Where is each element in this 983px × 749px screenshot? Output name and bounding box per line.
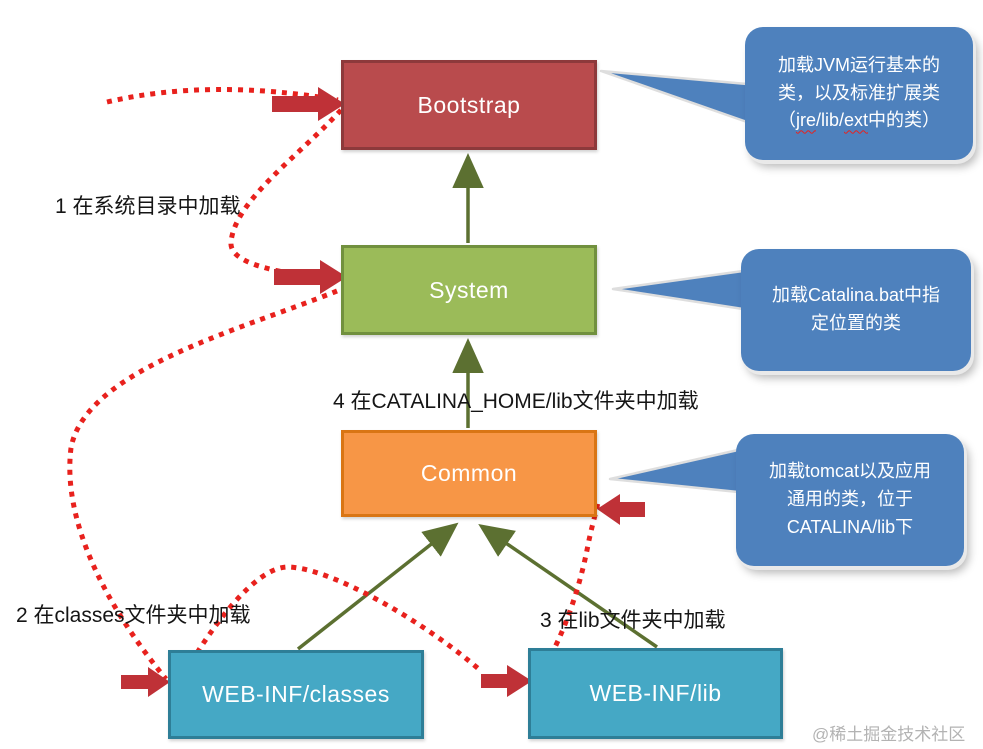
- callout-bootstrap-line3-jre: jre: [795, 110, 816, 131]
- callout-common-line1: 加载tomcat以及应用: [768, 461, 932, 482]
- callout-tail-common: [608, 448, 740, 494]
- callout-bootstrap: 加载JVM运行基本的 类，以及标准扩展类 （jre/lib/ext中的类）: [745, 27, 973, 160]
- callout-bootstrap-line3-open: （: [777, 110, 796, 131]
- callout-system-line1: 加载Catalina.bat中指: [771, 285, 941, 306]
- callout-bootstrap-line3-ext: ext: [844, 110, 869, 131]
- step-label-1: 1 在系统目录中加载: [55, 195, 241, 218]
- callout-bootstrap-line3-close: 中的类）: [868, 110, 941, 131]
- callout-bootstrap-line3-mid: /lib/: [815, 110, 844, 131]
- red-arrow-into-common: [597, 494, 645, 525]
- webinf-classes-box-label: WEB-INF/classes: [202, 681, 390, 707]
- callout-common-line2: 通用的类，位于: [787, 489, 913, 510]
- red-arrow-into-webclasses: [121, 667, 170, 697]
- callout-bootstrap-line3: （jre/lib/ext中的类）: [745, 107, 973, 135]
- common-box: Common: [341, 430, 597, 517]
- callout-bootstrap-line1: 加载JVM运行基本的: [778, 54, 940, 75]
- red-arrow-into-weblib: [481, 665, 532, 697]
- callout-tail-bootstrap: [599, 69, 749, 124]
- callout-common-line3: CATALINA/lib下: [786, 516, 914, 537]
- callout-bootstrap-line2: 类，以及标准扩展类: [778, 82, 940, 103]
- common-box-label: Common: [420, 460, 518, 486]
- webinf-lib-box-label: WEB-INF/lib: [589, 680, 722, 706]
- watermark: @稀土掘金技术社区: [812, 725, 966, 744]
- webinf-lib-box: WEB-INF/lib: [528, 648, 783, 739]
- red-arrow-into-system: [274, 260, 347, 294]
- system-box: System: [341, 245, 597, 335]
- dotted-path-system-to-webclasses: [67, 288, 338, 681]
- dotted-path-1-to-bootstrap: [106, 87, 339, 105]
- system-box-label: System: [429, 276, 509, 303]
- dotted-path-bootstrap-to-system: [228, 108, 343, 284]
- callout-common: 加载tomcat以及应用 通用的类，位于 CATALINA/lib下: [736, 434, 964, 566]
- callout-tail-system: [611, 269, 745, 311]
- callout-system: 加载Catalina.bat中指 定位置的类: [741, 249, 971, 371]
- callout-system-line2: 定位置的类: [811, 313, 901, 333]
- bootstrap-box: Bootstrap: [341, 60, 597, 150]
- connector-webclasses-to-common: [296, 522, 459, 651]
- connector-weblib-to-common: [478, 524, 658, 649]
- step-label-4: 4 在CATALINA_HOME/lib文件夹中加载: [333, 390, 699, 413]
- step-label-3: 3 在lib文件夹中加载: [540, 609, 726, 632]
- webinf-classes-box: WEB-INF/classes: [168, 650, 424, 739]
- dotted-path-webclasses-to-weblib: [177, 564, 483, 683]
- step-label-2: 2 在classes文件夹中加载: [16, 604, 251, 627]
- red-arrow-into-bootstrap: [272, 87, 345, 121]
- bootstrap-box-label: Bootstrap: [417, 91, 521, 118]
